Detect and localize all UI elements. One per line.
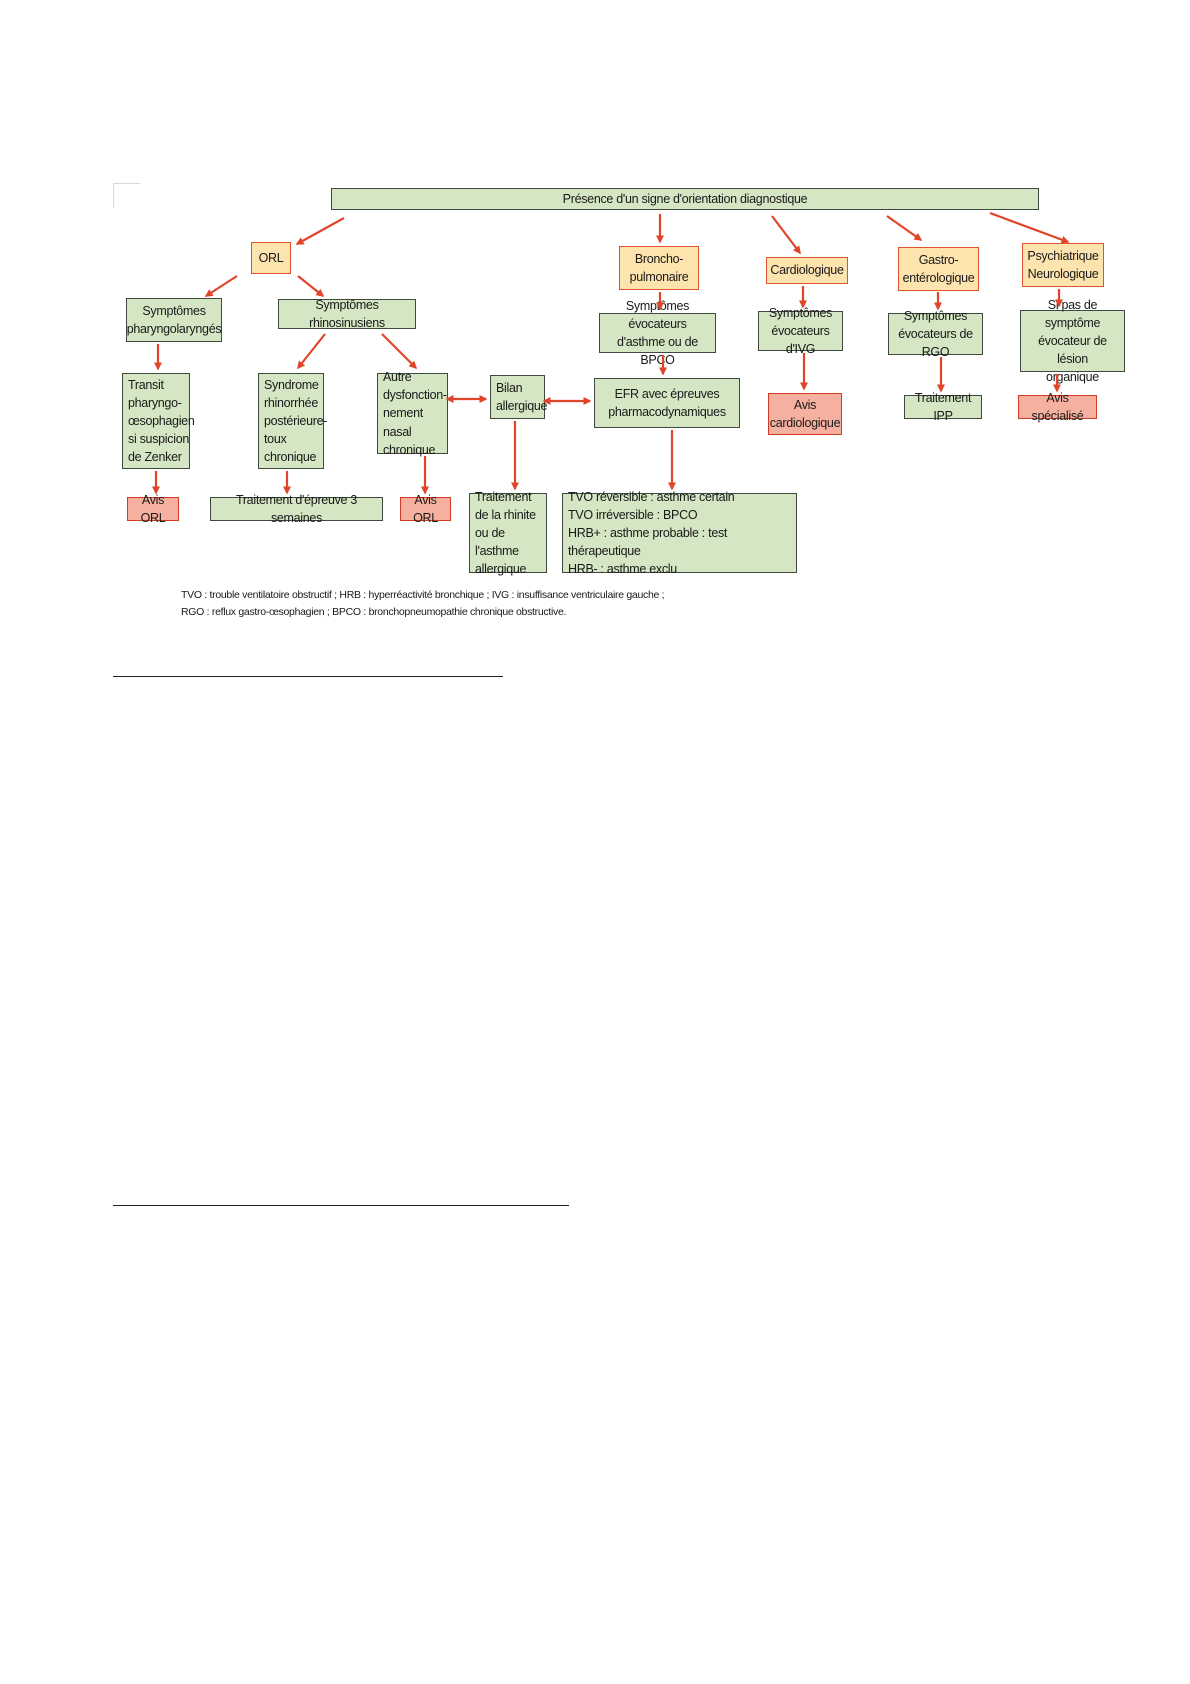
node-tvo-results: TVO réversible : asthme certain TVO irré… (562, 490, 797, 576)
node-symptomes-rgo: Symptômes évocateurs de RGO (888, 309, 983, 359)
arrow-root-gastro (886, 215, 923, 241)
corner-mark (113, 183, 140, 208)
node-avis-cardiologique: Avis cardiologique (768, 393, 842, 435)
horizontal-rule-2 (113, 1205, 569, 1206)
arrow-rhino-autre (381, 333, 418, 370)
legend-line-1: TVO : trouble ventilatoire obstructif ; … (181, 589, 665, 601)
node-orl: ORL (251, 242, 291, 274)
node-symptomes-ivg: Symptômes évocateurs d'IVG (758, 306, 843, 356)
node-gastro-enterologique: Gastro- entérologique (898, 247, 979, 291)
legend-line-2: RGO : reflux gastro-œsophagien ; BPCO : … (181, 605, 567, 618)
node-efr: EFR avec épreuves pharmacodynamiques (594, 378, 740, 428)
node-root: Présence d'un signe d'orientation diagno… (331, 188, 1039, 210)
arrow-root-cardio (771, 215, 801, 255)
node-traitement-ipp: Traitement IPP (904, 391, 982, 423)
node-symptomes-rhinosinusiens: Symptômes rhinosinusiens (278, 298, 416, 330)
arrow-rhino-syndrome (297, 333, 326, 370)
horizontal-rule-1 (113, 676, 503, 677)
node-symptomes-pharyngolaryngés: Symptômes pharyngolaryngés (126, 298, 222, 342)
arrow-root-psy (989, 211, 1070, 244)
node-traitement-rhinite: Traitement de la rhinite ou de l'asthme … (469, 490, 547, 576)
node-transit-pharyngo: Transit pharyngo- œsophagien si suspicio… (122, 373, 195, 469)
node-syndrome-rhinorrhee: Syndrome rhinorrhée postérieure- toux ch… (258, 373, 327, 469)
node-bilan-allergique: Bilan allergique (490, 375, 548, 419)
arrow-orl-pharyngo (204, 275, 238, 297)
arrow-root-orl (295, 217, 345, 245)
node-cardiologique: Cardiologique (766, 257, 848, 284)
node-avis-specialise: Avis spécialisé (1018, 391, 1097, 423)
node-psychiatrique-neurologique: Psychiatrique Neurologique (1022, 243, 1104, 287)
arrow-orl-rhino (297, 275, 325, 297)
legend: TVO : trouble ventilatoire obstructif ; … (181, 587, 665, 621)
node-autre-dysfonctionnement: Autre dysfonction- nement nasal chroniqu… (377, 370, 448, 457)
node-broncho-pulmonaire: Broncho- pulmonaire (619, 246, 699, 290)
